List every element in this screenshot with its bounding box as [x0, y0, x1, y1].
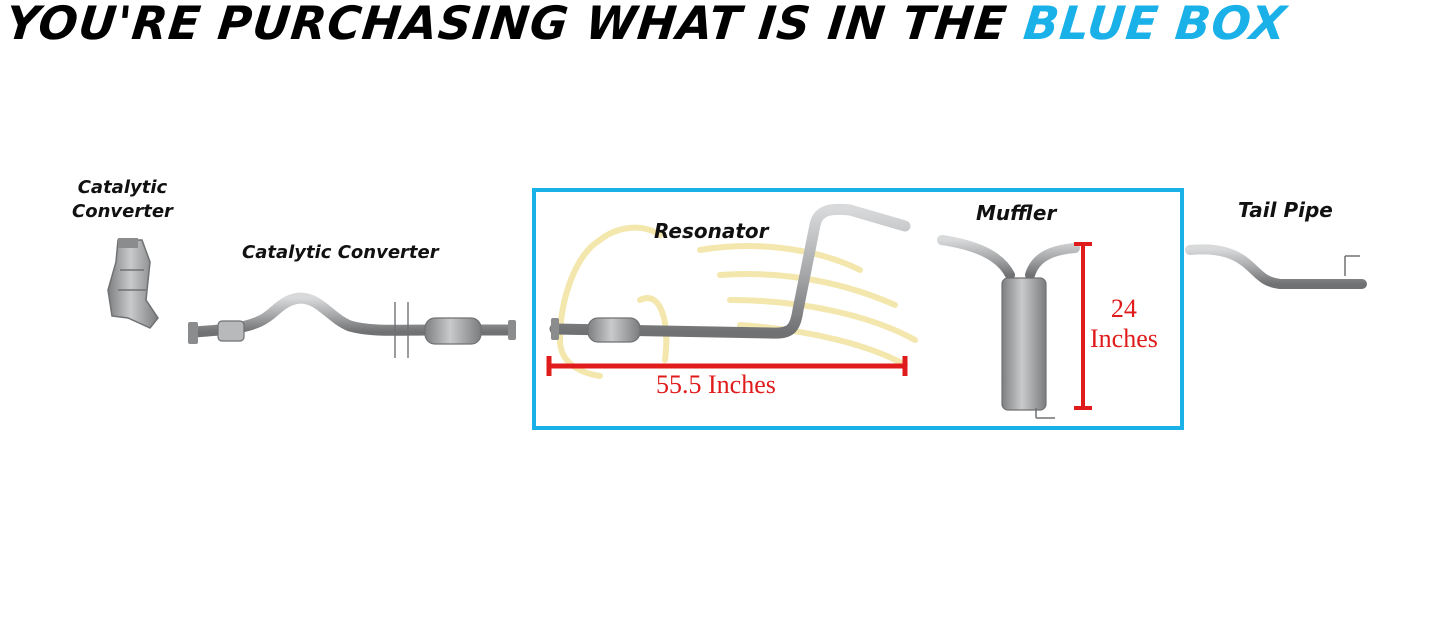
- horse-watermark-icon: [556, 224, 918, 379]
- label-cat-converter-front-line1: Catalytic: [77, 177, 168, 198]
- muffler-height-unit: Inches: [1090, 324, 1158, 353]
- resonator-length-dimension: [546, 356, 908, 376]
- label-resonator: Resonator: [654, 219, 769, 243]
- label-muffler: Muffler: [976, 201, 1057, 225]
- label-tail-pipe: Tail Pipe: [1238, 198, 1333, 222]
- label-cat-converter-front: Catalytic Converter: [72, 176, 173, 224]
- resonator-length-text: 55.5 Inches: [656, 370, 776, 399]
- muffler-height-text: 24 Inches: [1090, 294, 1158, 354]
- muffler-height-dimension: [1074, 242, 1092, 410]
- manifold-catalytic-converter-icon: [107, 238, 159, 329]
- resonator-pipe-icon: [549, 203, 911, 343]
- label-cat-converter-front-line2: Converter: [72, 201, 173, 222]
- label-cat-converter-pipe: Catalytic Converter: [242, 242, 439, 263]
- muffler-icon: [937, 235, 1080, 419]
- muffler-height-value: 24: [1110, 294, 1137, 323]
- tail-pipe-icon: [1185, 244, 1367, 289]
- blue-box: [532, 188, 1184, 430]
- catalytic-converter-pipe-icon: [188, 292, 516, 358]
